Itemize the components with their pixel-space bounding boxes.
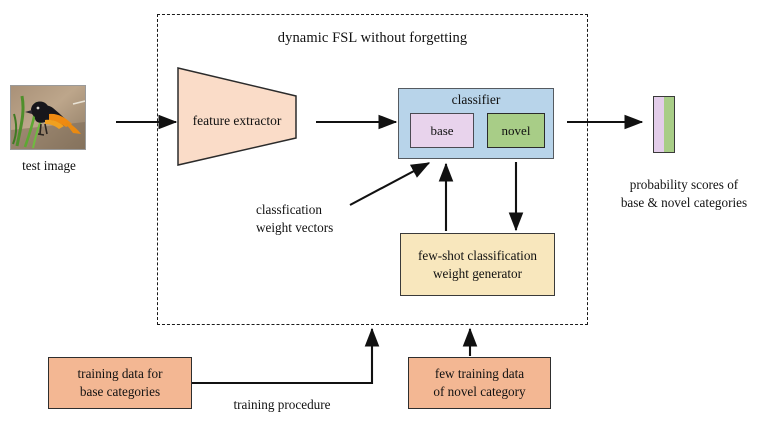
train-novel-line1: few training data [434, 366, 525, 382]
probability-bar-base-segment [654, 97, 664, 152]
weight-vectors-line1: classfication [256, 202, 322, 217]
train-novel-line2: of novel category [433, 384, 526, 399]
classifier-base-box: base [410, 113, 474, 148]
probability-scores-caption: probability scores of base & novel categ… [600, 176, 768, 213]
train-base-line2: base categories [79, 384, 161, 399]
weight-generator-line2: weight generator [433, 265, 522, 281]
arrow-base-training-to-region [192, 327, 380, 385]
few-training-data-novel-category-box: few training data of novel category [408, 357, 551, 409]
feature-extractor-shape [176, 66, 298, 167]
probability-scores-bar [653, 96, 675, 153]
train-base-text: training data for base categories [78, 365, 163, 401]
dashed-region-title: dynamic FSL without forgetting [277, 30, 468, 46]
feature-extractor-label: feature extractor [192, 113, 282, 128]
training-data-base-categories-box: training data for base categories [48, 357, 192, 409]
classification-weight-vectors-label: classfication weight vectors [256, 201, 376, 238]
weight-generator-line1: few-shot classification [417, 247, 538, 263]
train-base-line1: training data for [77, 366, 163, 382]
probability-bar-novel-segment [664, 97, 674, 152]
prob-caption-line1: probability scores of [629, 177, 739, 192]
test-image-caption: test image [22, 158, 76, 173]
training-procedure-label: training procedure [233, 397, 331, 412]
dynamic-fsl-dashed-region [157, 14, 588, 325]
train-novel-text: few training data of novel category [433, 365, 525, 401]
few-shot-weight-generator-box: few-shot classification weight generator [400, 233, 555, 296]
weight-vectors-line2: weight vectors [256, 220, 334, 236]
test-image-thumbnail [10, 85, 86, 150]
classifier-novel-box: novel [487, 113, 545, 148]
prob-caption-line2: base & novel categories [620, 195, 748, 211]
weight-generator-text: few-shot classification weight generator [418, 247, 537, 283]
classifier-title: classifier [451, 92, 501, 107]
